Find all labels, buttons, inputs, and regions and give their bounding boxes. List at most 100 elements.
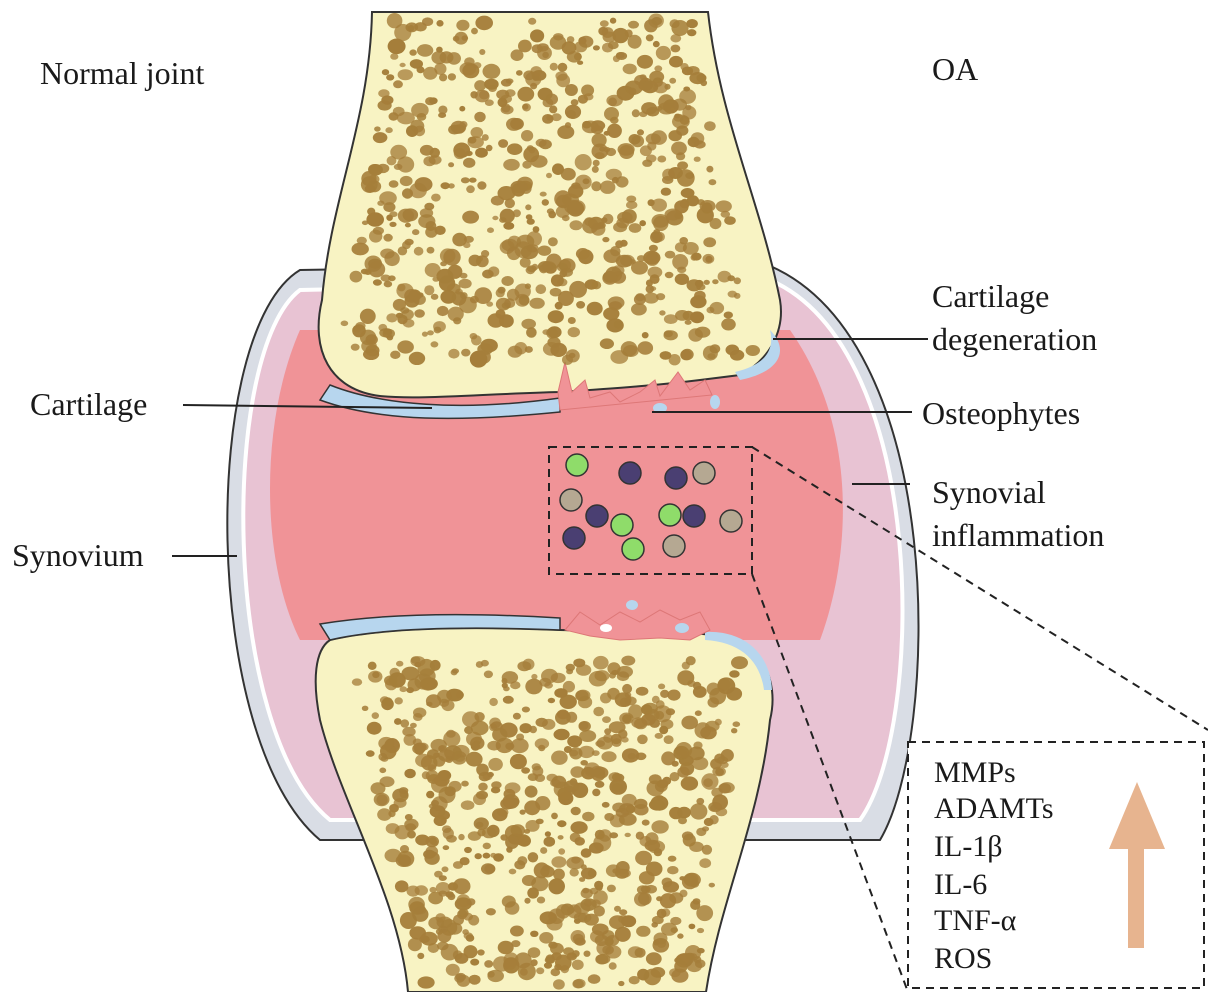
bone-pore (448, 73, 456, 80)
bone-pore (389, 112, 399, 120)
bone-pore (676, 742, 693, 758)
bone-pore (351, 344, 360, 351)
bone-pore (703, 778, 713, 787)
bone-pore (593, 656, 609, 670)
bone-pore (360, 309, 376, 324)
label-osteophytes: Osteophytes (922, 395, 1080, 431)
bone-pore (386, 823, 400, 834)
bone-pore (530, 66, 542, 76)
bone-pore (487, 227, 494, 233)
bone-pore (555, 71, 567, 80)
bone-pore (612, 28, 628, 43)
bone-pore (453, 317, 461, 324)
bone-pore (651, 130, 667, 145)
inflammatory-cell (586, 505, 608, 527)
bone-pore (486, 301, 493, 306)
bone-pore (538, 88, 553, 101)
bone-pore (440, 51, 454, 63)
bone-pore (431, 739, 447, 752)
bone-pore (396, 661, 403, 667)
bone-pore (526, 327, 537, 338)
bone-pore (595, 781, 605, 788)
bone-pore (464, 57, 475, 66)
bone-pore (381, 95, 393, 104)
bone-pore (558, 63, 568, 72)
bone-pore (591, 120, 606, 131)
bone-pore (646, 34, 654, 41)
bone-pore (394, 798, 407, 808)
bone-pore (591, 223, 605, 236)
bone-pore (420, 145, 434, 156)
bone-pore (457, 894, 471, 907)
bone-pore (535, 738, 549, 749)
bone-pore (664, 735, 674, 744)
bone-pore (662, 176, 673, 184)
bone-pore (452, 751, 467, 765)
bone-pore (568, 317, 576, 324)
bone-pore (489, 698, 498, 706)
bone-pore (726, 345, 740, 356)
bone-pore (474, 712, 484, 722)
bone-pore (734, 293, 741, 299)
bone-pore (588, 974, 601, 984)
bone-pore (687, 195, 699, 206)
bone-pore (429, 97, 438, 104)
bone-pore (427, 247, 435, 254)
bone-pore (468, 136, 484, 148)
bone-pore (721, 318, 736, 330)
bone-pore (602, 716, 611, 723)
bone-pore (565, 84, 578, 96)
bone-pore (536, 819, 544, 825)
bone-pore (584, 951, 591, 957)
bone-pore (710, 218, 722, 229)
bone-pore (425, 226, 437, 237)
bone-pore (412, 229, 419, 235)
bone-pore (433, 756, 445, 767)
bone-pore (683, 834, 696, 847)
bone-pore (536, 967, 544, 974)
bone-pore (422, 332, 428, 337)
bone-pore (532, 763, 541, 770)
bone-pore (399, 855, 411, 866)
bone-pore (660, 690, 669, 698)
bone-pore (578, 95, 588, 104)
bone-pore (386, 313, 397, 322)
bone-pore (602, 237, 609, 242)
bone-pore (710, 302, 725, 314)
bone-pore (350, 271, 363, 283)
bone-pore (414, 745, 424, 755)
bone-pore (433, 753, 440, 758)
bone-pore (505, 782, 521, 793)
bone-pore (506, 78, 514, 83)
bone-pore (623, 64, 637, 75)
bone-pore (427, 330, 434, 335)
bone-pore (726, 687, 742, 700)
bone-pore (551, 856, 566, 868)
inflammatory-cell (720, 510, 742, 532)
bone-pore (746, 345, 760, 356)
bone-pore (593, 45, 600, 50)
bone-pore (571, 807, 581, 816)
bone-pore (489, 718, 501, 729)
bone-pore (561, 904, 574, 916)
bone-pore (404, 819, 418, 830)
bone-pore (550, 943, 564, 955)
bone-pore (454, 974, 465, 983)
bone-pore (536, 139, 547, 147)
bone-pore (683, 242, 699, 255)
bone-pore (554, 729, 570, 740)
bone-pore (404, 734, 417, 746)
bone-pore (557, 820, 566, 827)
bone-pore (650, 274, 660, 284)
bone-pore (595, 740, 605, 747)
bone-pore (471, 127, 484, 138)
bone-pore (487, 970, 504, 982)
bone-pore (606, 95, 622, 107)
bone-pore (651, 17, 662, 25)
bone-pore (603, 214, 614, 224)
bone-pore (607, 124, 622, 138)
bone-pore (565, 105, 581, 119)
bone-pore (582, 121, 591, 129)
bone-pore (548, 698, 555, 703)
bone-pore (404, 769, 415, 779)
